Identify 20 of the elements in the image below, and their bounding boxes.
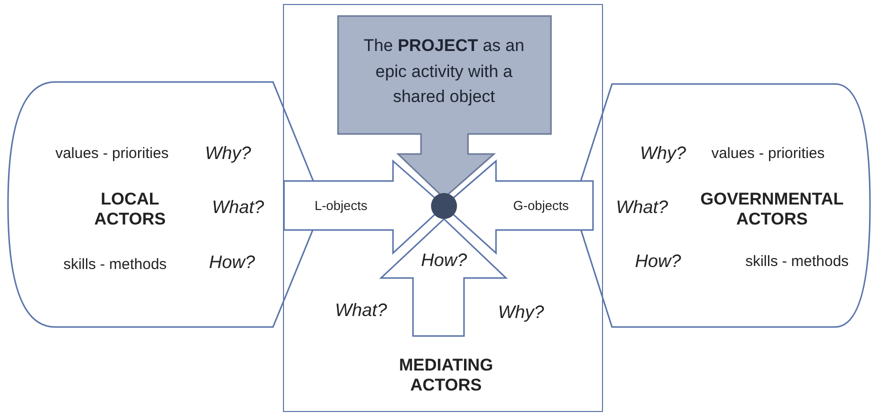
question: Why? bbox=[498, 302, 544, 324]
question: How? bbox=[634, 251, 682, 273]
question: Why? bbox=[205, 143, 251, 165]
mediating-panel bbox=[283, 4, 603, 412]
question: Why? bbox=[640, 143, 686, 165]
question: What? bbox=[334, 300, 388, 322]
phrase: skills - methods bbox=[63, 256, 167, 274]
arrow-label: L-objects bbox=[314, 198, 368, 214]
question: How? bbox=[208, 252, 256, 274]
arrow-label: G-objects bbox=[513, 198, 569, 214]
group-title: GOVERNMENTAL ACTORS bbox=[699, 190, 845, 230]
question: How? bbox=[420, 250, 468, 272]
group-title: LOCAL ACTORS bbox=[93, 190, 167, 230]
question: What? bbox=[616, 197, 668, 219]
phrase: values - priorities bbox=[711, 145, 825, 163]
question: What? bbox=[212, 197, 264, 219]
group-title: MEDIATING ACTORS bbox=[398, 356, 494, 396]
heading-text: The PROJECT as an epic activity with a shared object bbox=[362, 34, 526, 108]
phrase: values - priorities bbox=[55, 145, 169, 163]
phrase: skills - methods bbox=[745, 253, 849, 271]
